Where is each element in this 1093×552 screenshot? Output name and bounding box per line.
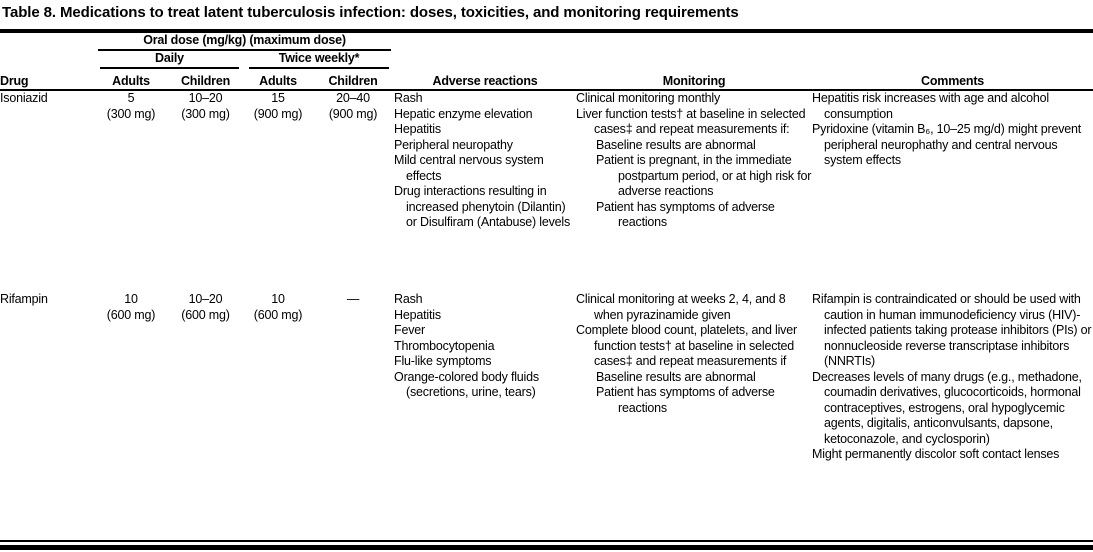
monitoring-subitem: Baseline results are abnormal [596,137,756,152]
column-header-daily-adults: Adults [95,69,167,91]
header-daily-label: Daily [100,51,239,69]
table-title: Table 8. Medications to treat latent tub… [2,4,739,21]
header-dose-group: Oral dose (mg/kg) (maximum dose) [95,33,394,51]
dose-daily-children: 10–20 (600 mg) [181,292,230,322]
dose-twice-weekly-children: 20–40 (900 mg) [328,91,378,121]
monitoring-subitem: Baseline results are abnormal [596,369,756,384]
adverse-reaction-item: Thrombocytopenia [394,338,495,353]
bottom-thick-rule [0,545,1093,550]
monitoring-cell: Clinical monitoring monthly Liver functi… [576,90,812,292]
bottom-thin-rule [0,540,1093,542]
dose-daily-adults: 10 (600 mg) [106,292,156,322]
table-row-isoniazid: Isoniazid 5 (300 mg) 10–20 (300 mg) 15 (… [0,90,1093,292]
monitoring-subitem: Patient has symptoms of adverse reaction… [596,385,775,415]
column-header-tw-children: Children [312,69,395,91]
header-dose-group-label: Oral dose (mg/kg) (maximum dose) [98,33,392,51]
column-header-monitoring: Monitoring [576,69,813,91]
column-header-drug: Drug [0,69,95,91]
adverse-reaction-item: Hepatic enzyme elevation [394,106,533,121]
adverse-reaction-item: Orange-colored body fluids (secretions, … [394,369,539,400]
adverse-reaction-item: Hepatitis [394,122,441,136]
monitoring-cell: Clinical monitoring at weeks 2, 4, and 8… [576,292,812,463]
adverse-reaction-item: Rash [394,91,423,105]
adverse-reaction-item: Peripheral neuropathy [394,137,513,152]
drug-name: Rifampin [0,292,48,306]
title-divider-rule [0,29,1093,33]
comment-item: Might permanently discolor soft contact … [812,447,1060,461]
dose-twice-weekly-children: — [346,292,360,306]
column-header-adverse-reactions: Adverse reactions [394,69,577,91]
dose-twice-weekly-adults: 10 (600 mg) [253,292,303,322]
column-header-daily-children: Children [167,69,244,91]
monitoring-item: Clinical monitoring at weeks 2, 4, and 8… [576,292,786,322]
adverse-reaction-item: Fever [394,323,425,337]
adverse-reaction-item: Hepatitis [394,307,441,322]
adverse-reaction-item: Flu-like symptoms [394,354,492,368]
comments-cell: Hepatitis risk increases with age and al… [812,90,1093,292]
dose-twice-weekly-adults: 15 (900 mg) [253,91,303,121]
adverse-reactions-cell: Rash Hepatic enzyme elevation Hepatitis … [394,90,576,292]
comment-item: Decreases levels of many drugs (e.g., me… [812,369,1082,446]
comment-item: Pyridoxine (vitamin B₆, 10–25 mg/d) migh… [812,122,1082,167]
monitoring-subitem: Patient has symptoms of adverse reaction… [596,199,775,230]
adverse-reaction-item: Rash [394,292,423,306]
medications-table: Oral dose (mg/kg) (maximum dose) Daily T… [0,33,1093,463]
adverse-reactions-cell: Rash Hepatitis Fever Thrombocytopenia Fl… [394,292,576,463]
comments-cell: Rifampin is contraindicated or should be… [812,292,1093,463]
table-header: Oral dose (mg/kg) (maximum dose) Daily T… [0,33,1093,91]
drug-name: Isoniazid [0,91,48,105]
table-row-rifampin: Rifampin 10 (600 mg) 10–20 (600 mg) 10 (… [0,292,1093,463]
monitoring-item: Complete blood count, platelets, and liv… [576,323,797,368]
header-daily-group: Daily [95,51,244,69]
adverse-reaction-item: Mild central nervous system effects [394,153,544,183]
adverse-reaction-item: Drug interactions resulting in increased… [394,184,571,229]
column-header-comments: Comments [812,69,1093,91]
monitoring-item: Clinical monitoring monthly [576,91,721,105]
column-header-tw-adults: Adults [244,69,312,91]
header-twice-weekly-group: Twice weekly* [244,51,394,69]
monitoring-subitem: Patient is pregnant, in the immediate po… [596,153,812,198]
comment-item: Hepatitis risk increases with age and al… [812,91,1050,121]
dose-daily-adults: 5 (300 mg) [106,91,156,121]
header-twice-weekly-label: Twice weekly* [249,51,390,69]
dose-daily-children: 10–20 (300 mg) [181,91,230,121]
header-spacer [0,33,95,51]
comment-item: Rifampin is contraindicated or should be… [812,292,1092,368]
monitoring-item: Liver function tests† at baseline in sel… [576,106,806,137]
